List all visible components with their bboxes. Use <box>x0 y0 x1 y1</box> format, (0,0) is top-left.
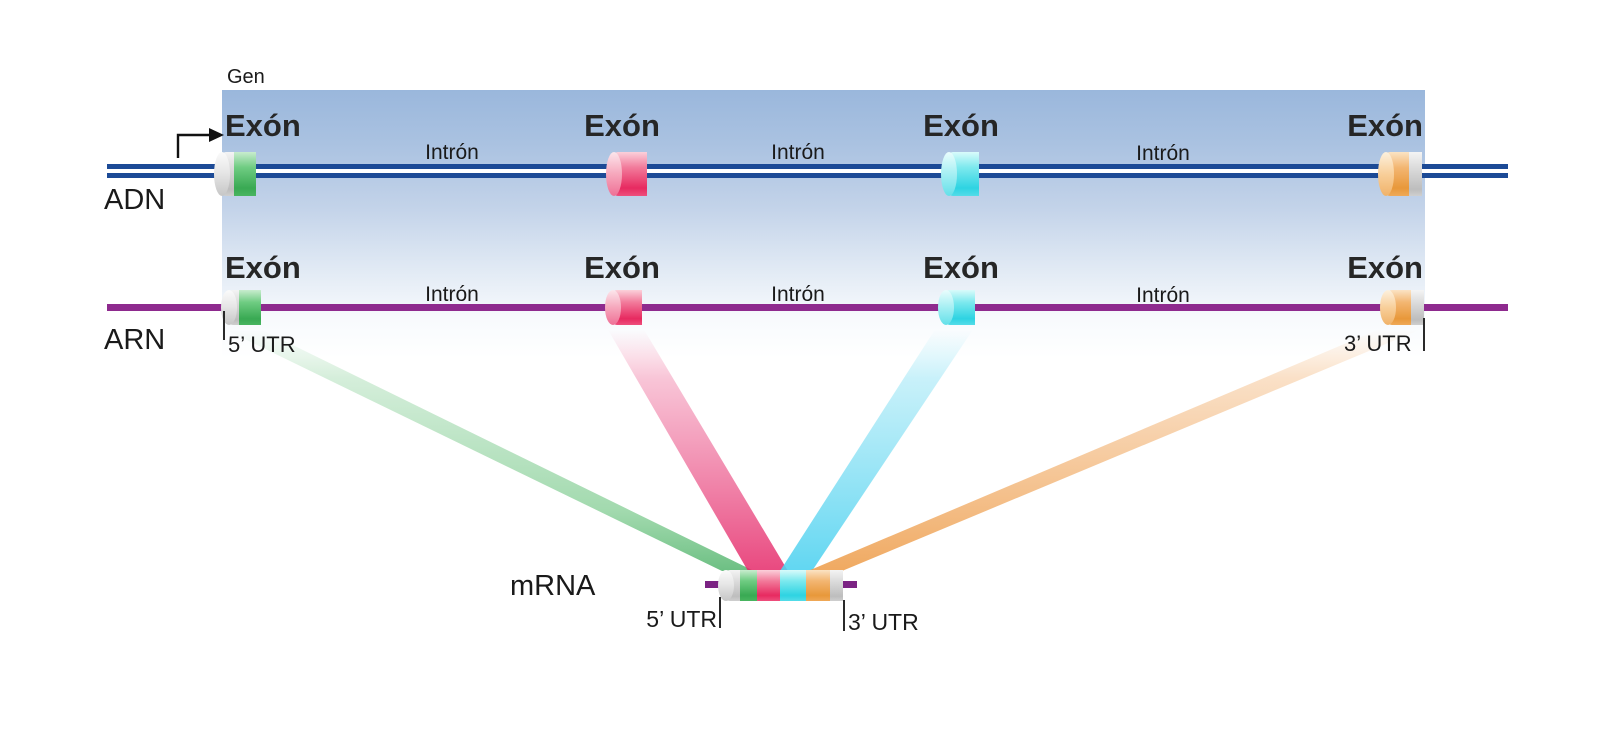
rna-exon3-cap <box>938 290 954 325</box>
mrna-exon1-segment <box>740 570 757 601</box>
gene-label: Gen <box>227 66 265 88</box>
rna-intron1-label: Intrón <box>425 283 479 306</box>
mrna-cylinder <box>718 570 843 601</box>
mrna-exon2-segment <box>757 570 780 601</box>
dna-exon1-label: Exón <box>225 108 301 143</box>
mrna-right-stub <box>842 581 857 588</box>
mrna-cap <box>718 570 734 601</box>
dna-exon3-cap <box>941 152 957 196</box>
ribbon-exon4-orange <box>808 328 1424 571</box>
mrna-label: mRNA <box>510 570 596 602</box>
rna-utr3-label: 3’ UTR <box>1344 331 1412 356</box>
dna-exon4-cylinder <box>1378 152 1422 196</box>
rna-exon2-cap <box>605 290 621 325</box>
dna-exon4-utr-segment <box>1409 152 1422 196</box>
dna-exon1-green-segment <box>234 152 256 196</box>
dna-exon4-label: Exón <box>1347 108 1423 143</box>
rna-exon3-label: Exón <box>923 250 999 285</box>
dna-exon3-label: Exón <box>923 108 999 143</box>
rna-intron3-label: Intrón <box>1136 284 1190 307</box>
dna-exon3-cylinder <box>941 152 979 196</box>
mrna-left-stub <box>705 581 719 588</box>
dna-strand-label: ADN <box>104 184 166 216</box>
dna-exon2-label: Exón <box>584 108 660 143</box>
rna-exon3-cylinder <box>938 290 975 325</box>
rna-exon4-cylinder <box>1380 290 1424 325</box>
dna-strand-line <box>107 164 1508 178</box>
rna-exon2-cylinder <box>605 290 642 325</box>
dna-intron1-label: Intrón <box>425 141 479 164</box>
ribbon-exon1-green <box>222 328 754 571</box>
rna-exon2-label: Exón <box>584 250 660 285</box>
rna-utr3-tick <box>1423 318 1425 351</box>
rna-exon4-label: Exón <box>1347 250 1423 285</box>
rna-utr5-label: 5’ UTR <box>228 332 296 357</box>
mrna-utr3-label: 3’ UTR <box>848 609 919 635</box>
gene-region-box <box>222 90 1425 358</box>
mrna-utr5-label: 5’ UTR <box>646 606 717 632</box>
dna-exon1-cylinder <box>214 152 256 196</box>
ribbon-exon2-pink <box>607 328 788 571</box>
rna-exon1-cap <box>221 290 237 325</box>
mrna-utr3-segment <box>830 570 843 601</box>
mrna-exon4-segment <box>806 570 830 601</box>
mrna-utr5-tick <box>719 597 721 628</box>
rna-exon1-green-segment <box>239 290 261 325</box>
dna-exon1-cap <box>214 152 230 196</box>
rna-strand-label: ARN <box>104 324 166 356</box>
rna-exon1-cylinder <box>221 290 261 325</box>
dna-intron2-label: Intrón <box>771 141 825 164</box>
rna-utr5-tick <box>223 311 225 340</box>
mrna-utr3-tick <box>843 600 845 631</box>
rna-strand-line <box>107 304 1508 311</box>
transcription-start-arrow-icon <box>176 128 224 158</box>
ribbon-exon3-cyan <box>780 328 974 571</box>
dna-intron3-label: Intrón <box>1136 142 1190 165</box>
rna-exon4-cap <box>1380 290 1396 325</box>
dna-exon4-cap <box>1378 152 1394 196</box>
dna-exon2-cap <box>606 152 622 196</box>
rna-exon4-utr-segment <box>1411 290 1424 325</box>
dna-exon2-cylinder <box>606 152 647 196</box>
mrna-exon3-segment <box>780 570 806 601</box>
rna-exon1-label: Exón <box>225 250 301 285</box>
rna-intron2-label: Intrón <box>771 283 825 306</box>
